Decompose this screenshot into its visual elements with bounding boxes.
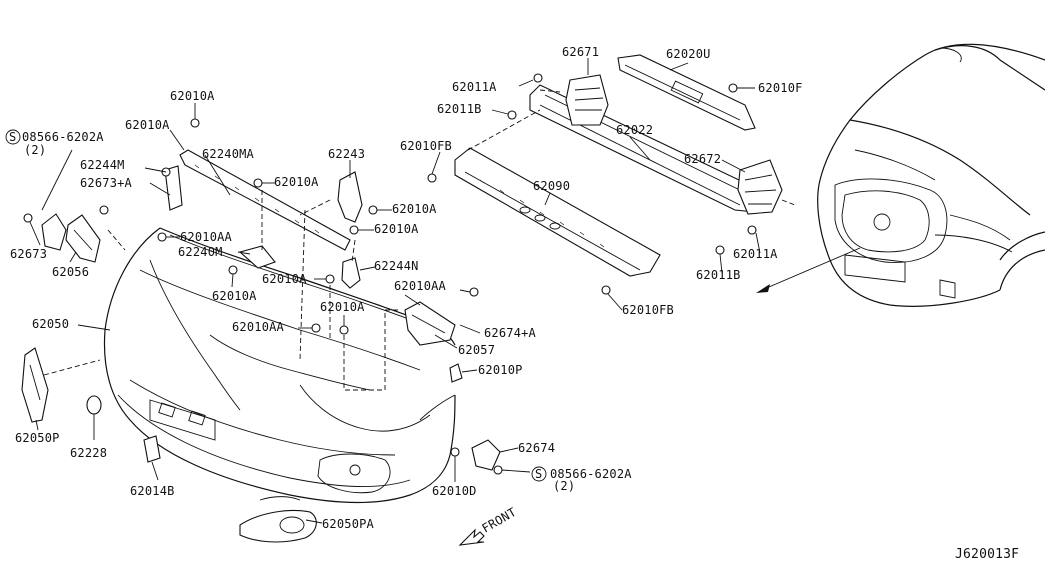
part-label: 62010AA bbox=[232, 320, 285, 334]
part-label: 62010AA bbox=[394, 279, 447, 293]
license-bracket-62014B bbox=[143, 435, 161, 463]
fasteners bbox=[23, 73, 757, 475]
s-symbol-text-bottom: S bbox=[535, 467, 542, 481]
part-label: 62010A bbox=[320, 300, 365, 314]
upper-retainer-62240MA bbox=[179, 149, 351, 251]
part-label: 62673 bbox=[10, 247, 47, 261]
part-label: 62243 bbox=[328, 147, 365, 161]
cover-62020U bbox=[617, 54, 756, 131]
part-label: 62022 bbox=[616, 123, 653, 137]
part-label: 62010P bbox=[478, 363, 523, 377]
part-label: 08566-6202A bbox=[22, 130, 104, 144]
diagram-reference-code: J620013F bbox=[955, 547, 1019, 562]
bracket-62244N bbox=[341, 257, 361, 289]
part-label: 62240M bbox=[178, 245, 223, 259]
part-label: 62674+A bbox=[484, 326, 537, 340]
bracket-62673 bbox=[41, 213, 67, 251]
part-label: 62010F bbox=[758, 81, 803, 95]
s-symbol-text-top: S bbox=[9, 130, 16, 144]
part-label: 62010FB bbox=[622, 303, 674, 317]
part-label: 08566-6202A bbox=[550, 467, 632, 481]
part-label: 62244M bbox=[80, 158, 125, 172]
towhook-cap-62228 bbox=[86, 395, 102, 415]
front-direction-indicator: FRONT bbox=[458, 505, 519, 546]
part-label: 62010AA bbox=[180, 230, 233, 244]
s-symbol-bottom: S bbox=[531, 466, 547, 482]
part-label: 62056 bbox=[52, 265, 89, 279]
fog-cover-62050PA bbox=[239, 509, 317, 543]
bracket-62240M bbox=[238, 245, 276, 269]
part-label: 62010A bbox=[262, 272, 307, 286]
bracket-62243 bbox=[337, 171, 363, 223]
part-label: 62674 bbox=[518, 441, 555, 455]
vehicle-outline-illustration bbox=[756, 43, 1045, 307]
s-symbol-top: S bbox=[5, 129, 21, 145]
part-label: 62240MA bbox=[202, 147, 255, 161]
front-label: FRONT bbox=[480, 505, 519, 536]
leader-lines bbox=[29, 58, 761, 524]
part-label: 62671 bbox=[562, 45, 599, 59]
part-label: (2) bbox=[24, 143, 46, 157]
bracket-62674 bbox=[471, 439, 501, 471]
part-label: 62244N bbox=[374, 259, 419, 273]
part-label: 62011B bbox=[437, 102, 482, 116]
fender-bracket-62050P bbox=[21, 347, 49, 423]
part-labels: 62010A 08566-6202A (2) 62010A 62240MA 62… bbox=[10, 45, 1019, 562]
assembly-lines bbox=[43, 89, 561, 391]
part-label: 62050 bbox=[32, 317, 69, 331]
part-label: 62010A bbox=[274, 175, 319, 189]
part-label: 62011A bbox=[452, 80, 497, 94]
part-label: 62011B bbox=[696, 268, 741, 282]
part-label: 62010A bbox=[374, 222, 419, 236]
part-label: 62672 bbox=[684, 152, 721, 166]
bracket-62244M bbox=[164, 165, 183, 211]
part-label: 62014B bbox=[130, 484, 175, 498]
part-label: 62010A bbox=[392, 202, 437, 216]
part-label: 62011A bbox=[733, 247, 778, 261]
bumper-absorber-62090 bbox=[454, 109, 661, 277]
part-label: 62010A bbox=[212, 289, 257, 303]
part-label: 62228 bbox=[70, 446, 107, 460]
part-label: 62010A bbox=[125, 118, 170, 132]
part-label: 62050PA bbox=[322, 517, 375, 531]
part-label: 62050P bbox=[15, 431, 60, 445]
part-label: 62010D bbox=[432, 484, 477, 498]
part-label: 62090 bbox=[533, 179, 570, 193]
part-label: 62673+A bbox=[80, 176, 133, 190]
bracket-62057 bbox=[404, 301, 456, 346]
part-label: 62010A bbox=[170, 89, 215, 103]
part-label: 62057 bbox=[458, 343, 495, 357]
part-label: 62020U bbox=[666, 47, 711, 61]
side-bracket-62056 bbox=[65, 214, 101, 263]
part-label: (2) bbox=[553, 479, 575, 493]
part-label: 62010FB bbox=[400, 139, 452, 153]
clip-62010P bbox=[449, 363, 463, 383]
bracket-62672 bbox=[737, 159, 796, 215]
bracket-62671 bbox=[565, 74, 609, 126]
